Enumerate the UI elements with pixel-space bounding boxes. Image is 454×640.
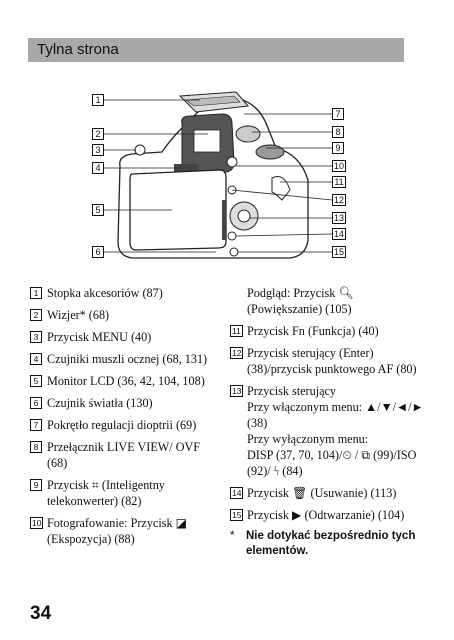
legend-left-column: 1 Stopka akcesoriów (87) 2 Wizjer* (68) 3 … (30, 285, 208, 553)
item-text: Przycisk ▶ (Odtwarzanie) (104) (247, 508, 405, 522)
item-number: 7 (30, 419, 42, 431)
legend-item: 11 Przycisk Fn (Funkcja) (40) (230, 323, 430, 339)
legend-item: 13 Przycisk sterujący Przy włączonym men… (230, 383, 430, 479)
item-number: 10 (30, 517, 44, 529)
item-number: 6 (30, 397, 42, 409)
page-number: 34 (30, 603, 52, 624)
item-text: Stopka akcesoriów (87) (47, 286, 163, 300)
legend-item: 6 Czujnik światła (130) (30, 395, 208, 411)
item-number: 1 (30, 287, 42, 299)
section-title: Tylna strona (37, 41, 119, 58)
callout-12: 12 (332, 194, 346, 206)
legend-item: 1 Stopka akcesoriów (87) (30, 285, 208, 301)
callout-10: 10 (332, 160, 346, 172)
callout-13: 13 (332, 212, 346, 224)
callout-5: 5 (92, 204, 104, 216)
item-number: 8 (30, 441, 42, 453)
legend-item: 3 Przycisk MENU (40) (30, 329, 208, 345)
item-text: Czujnik światła (130) (47, 396, 153, 410)
item-10-continuation: Podgląd: Przycisk 🔍︎ (Powiększanie) (105… (247, 286, 354, 316)
item-text: Czujniki muszli ocznej (68, 131) (47, 352, 208, 366)
item-text: DISP (37, 70, 104)/⏲ / ⧉ (99)/ISO (92)/ … (247, 448, 417, 478)
item-text: Przy wyłączonym menu: (247, 432, 369, 446)
item-text: Monitor LCD (36, 42, 104, 108) (47, 374, 205, 388)
callout-6: 6 (92, 246, 104, 258)
callout-4: 4 (92, 162, 104, 174)
item-text: Przycisk 🗑︎ (Usuwanie) (113) (247, 486, 397, 500)
camera-illustration (104, 91, 333, 259)
legend-item: 15 Przycisk ▶ (Odtwarzanie) (104) (230, 507, 430, 523)
legend-right-column: Podgląd: Przycisk 🔍︎ (Powiększanie) (105… (230, 285, 430, 559)
callout-2: 2 (92, 128, 104, 140)
callout-1: 1 (92, 94, 104, 106)
callout-9: 9 (332, 142, 344, 154)
callout-3: 3 (92, 144, 104, 156)
legend-item: 2 Wizjer* (68) (30, 307, 208, 323)
item-text: Przycisk sterujący (Enter) (38)/przycisk… (247, 346, 417, 376)
section-header: Tylna strona (28, 38, 404, 62)
legend-item: 9 Przycisk ⌗ (Inteligentny telekonwerter… (30, 477, 208, 509)
item-number: 14 (230, 487, 244, 499)
item-text: Przycisk MENU (40) (47, 330, 152, 344)
footnote-asterisk: * (230, 530, 235, 542)
item-number: 5 (30, 375, 42, 387)
item-text: Przycisk ⌗ (Inteligentny telekonwerter) … (47, 478, 165, 508)
item-number: 2 (30, 309, 42, 321)
item-text: Fotografowanie: Przycisk ◪ (Ekspozycja) … (47, 516, 188, 546)
callout-11: 11 (332, 176, 346, 188)
item-text: Przycisk Fn (Funkcja) (40) (247, 324, 379, 338)
item-text: Przycisk sterujący (247, 384, 337, 398)
item-text: Wizjer* (68) (47, 308, 110, 322)
footnote-text: Nie dotykać bezpośrednio tych elementów. (246, 530, 416, 557)
legend-item: 8 Przełącznik LIVE VIEW/ OVF (68) (30, 439, 208, 471)
item-number: 12 (230, 347, 244, 359)
callout-8: 8 (332, 126, 344, 138)
item-number: 15 (230, 509, 244, 521)
item-number: 9 (30, 479, 42, 491)
item-text: Pokrętło regulacji dioptrii (69) (47, 418, 197, 432)
item-number: 11 (230, 325, 243, 337)
legend-item: 4 Czujniki muszli ocznej (68, 131) (30, 351, 208, 367)
camera-rear-diagram: 1 2 3 4 5 6 7 8 9 10 11 12 13 14 15 (0, 70, 454, 270)
item-text: Przełącznik LIVE VIEW/ OVF (68) (47, 440, 201, 470)
item-number: 13 (230, 385, 244, 397)
callout-15: 15 (332, 246, 346, 258)
item-text: Przy włączonym menu: ▲/▼/◄/► (38) (247, 400, 424, 430)
callout-14: 14 (332, 228, 346, 240)
item-number: 4 (30, 353, 42, 365)
footnote: * Nie dotykać bezpośrednio tych elementó… (230, 529, 430, 559)
item-number: 3 (30, 331, 42, 343)
legend-item: 5 Monitor LCD (36, 42, 104, 108) (30, 373, 208, 389)
legend-item: 7 Pokrętło regulacji dioptrii (69) (30, 417, 208, 433)
legend-item: 14 Przycisk 🗑︎ (Usuwanie) (113) (230, 485, 430, 501)
callout-7: 7 (332, 108, 344, 120)
